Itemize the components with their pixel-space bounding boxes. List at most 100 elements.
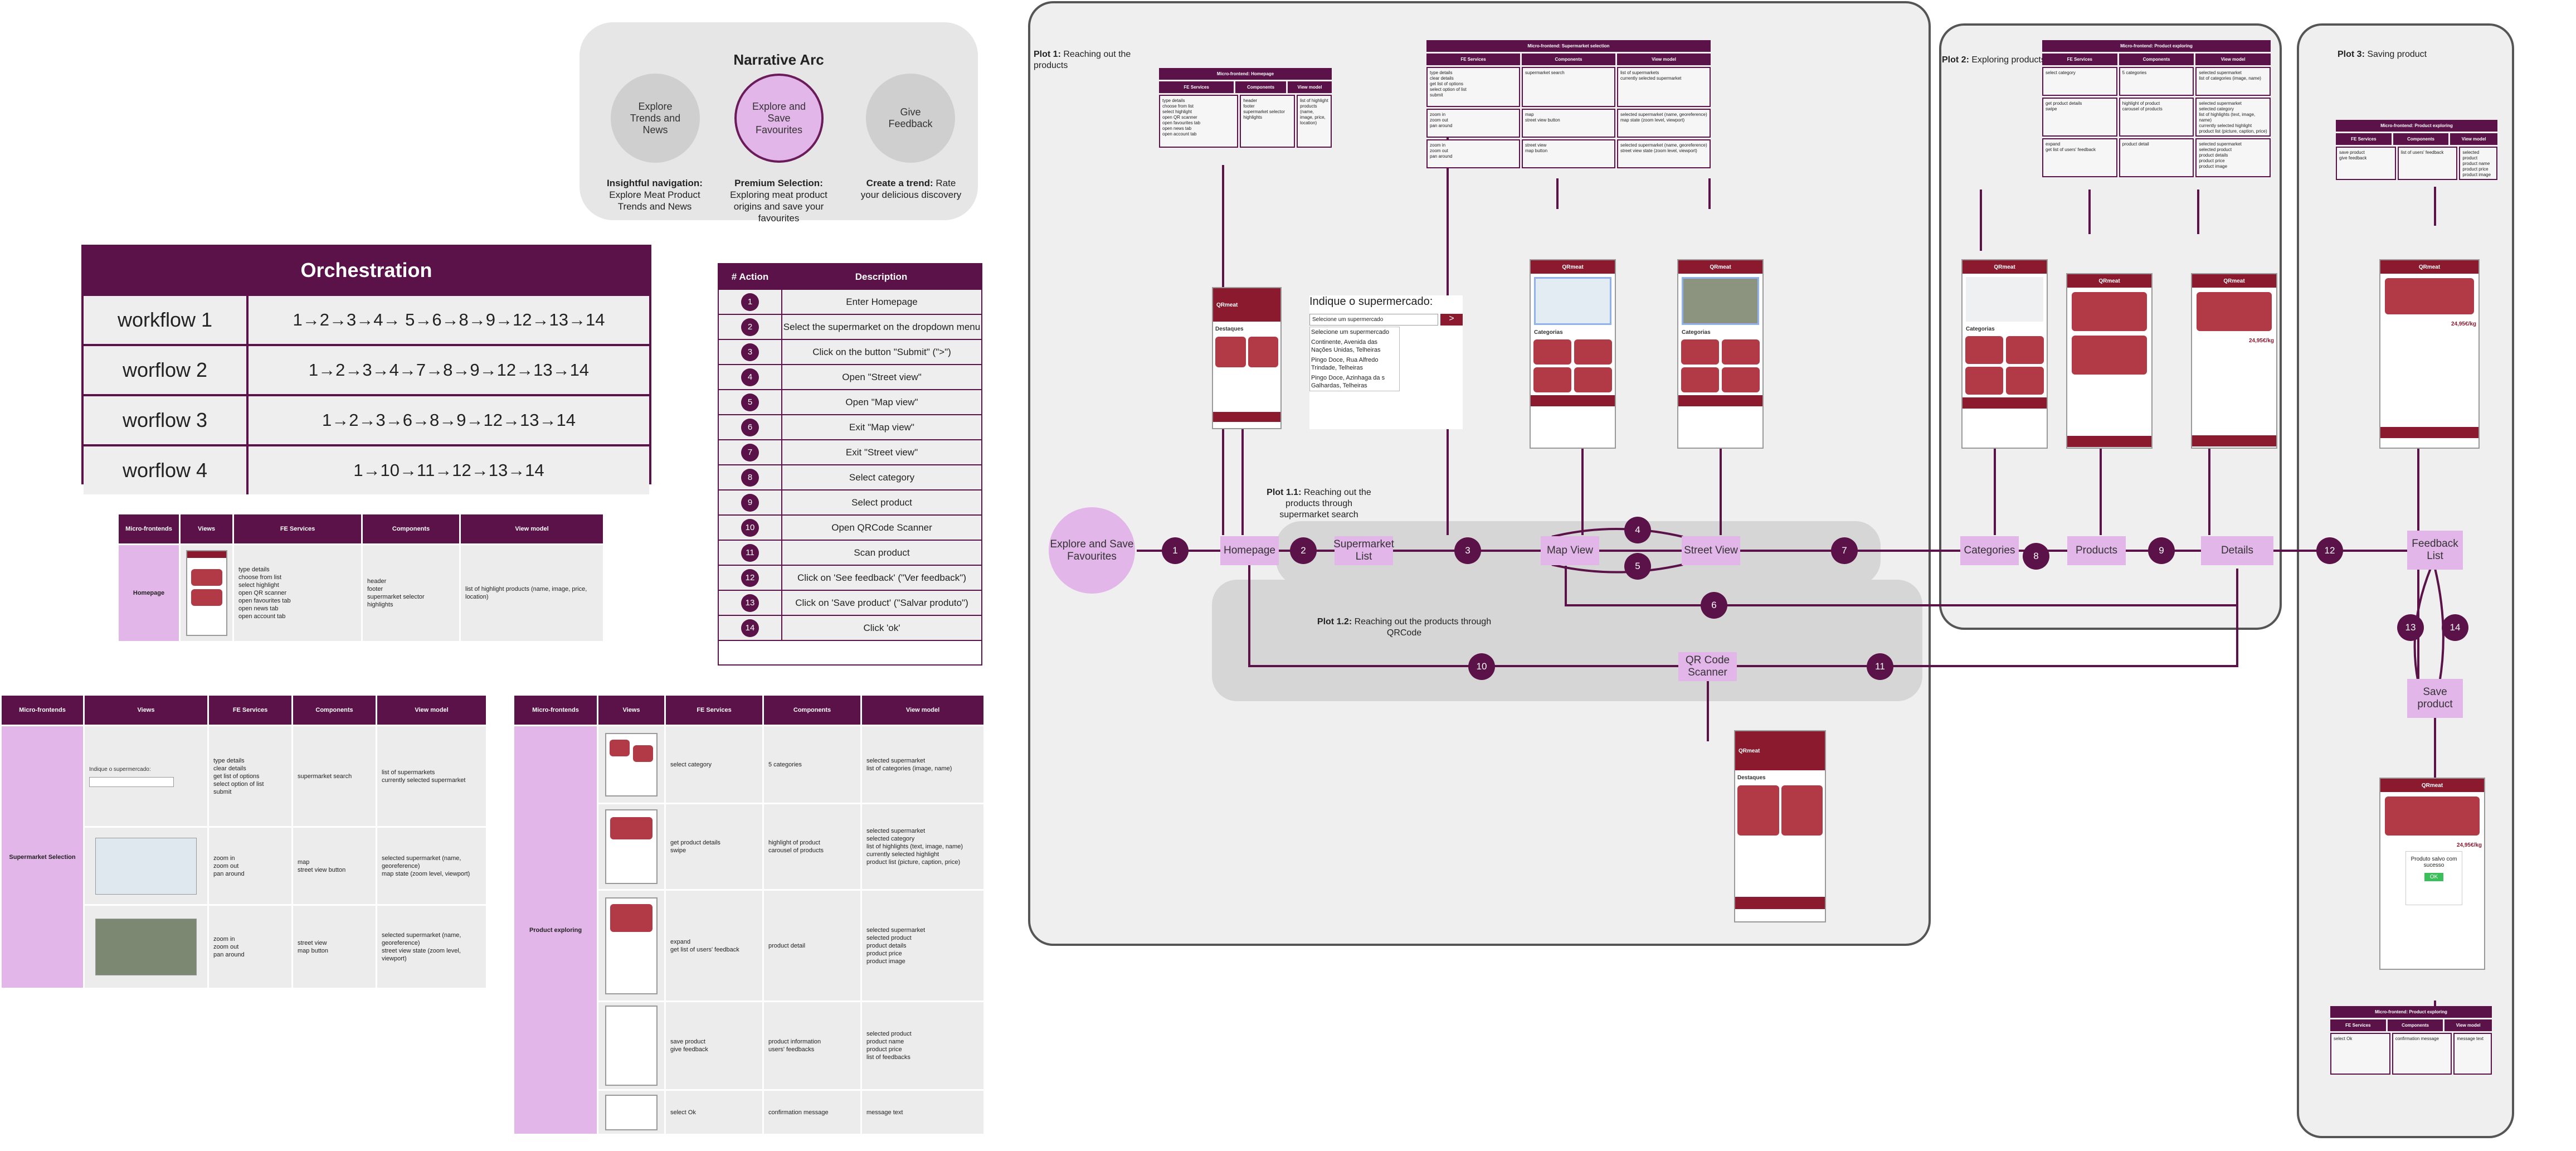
plot1-1-title: Plot 1.1: Reaching out the products thro… (1267, 488, 1371, 519)
view-thumbnail (597, 889, 666, 1002)
node-map-view[interactable]: Map View (1541, 536, 1599, 565)
narrative-circle-trends: Explore Trends and News (611, 74, 700, 163)
action-number: 12 (741, 569, 759, 587)
narrative-circle-feedback: Give Feedback (866, 74, 955, 163)
step-8: 8 (2023, 543, 2049, 570)
node-start: Explore and Save Favourites (1049, 507, 1135, 594)
action-description: Open QRCode Scanner (831, 522, 932, 533)
step-5: 5 (1624, 553, 1651, 580)
action-description: Click 'ok' (863, 622, 900, 633)
step-3: 3 (1454, 537, 1481, 564)
view-thumbnail (179, 543, 234, 643)
action-number: 7 (741, 443, 759, 462)
node-qr-scanner[interactable]: QR Code Scanner (1678, 652, 1737, 681)
node-save-product[interactable]: Save product (2407, 679, 2463, 718)
step-7: 7 (1831, 537, 1858, 564)
mini-table-plot3-top: Micro-frontend: Product exploring FE Ser… (2336, 120, 2497, 180)
action-description: Click on 'Save product' ("Salvar produto… (795, 597, 968, 608)
mini-table-plot2: Micro-frontend: Product exploring FE Ser… (2042, 40, 2271, 177)
product-mf-table: Micro-frontends Views FE Services Compon… (513, 694, 985, 1135)
node-homepage[interactable]: Homepage (1220, 536, 1279, 565)
node-street-view[interactable]: Street View (1682, 536, 1740, 565)
action-row: 9 Select product (719, 490, 981, 516)
view-thumbnail (597, 725, 666, 804)
phone-feedback: QRmeat 24,95€/kg (2379, 259, 2480, 449)
action-row: 7 Exit "Street view" (719, 440, 981, 465)
view-thumbnail (83, 904, 209, 989)
phone-categories: QRmeat Categorias (1961, 259, 2048, 449)
narrative-caption-2: Premium Selection: Exploring meat produc… (730, 178, 827, 224)
phone-details: QRmeat 24,95€/kg (2191, 273, 2277, 449)
supermarket-mf-table: Micro-frontends Views FE Services Compon… (0, 694, 488, 989)
action-number: 4 (741, 368, 759, 386)
phone-products: QRmeat (2066, 273, 2153, 449)
node-feedback-list[interactable]: Feedback List (2407, 531, 2463, 570)
action-row: 11 Scan product (719, 541, 981, 566)
step-13: 13 (2397, 614, 2424, 641)
node-supermarket-list[interactable]: Supermarket List (1333, 536, 1394, 565)
step-2: 2 (1290, 537, 1317, 564)
orchestration-title: Orchestration (84, 247, 649, 294)
view-thumbnail: Indique o supermercado: (83, 725, 209, 828)
step-6: 6 (1701, 592, 1727, 619)
save-modal: Produto salvo com sucesso OK (2405, 851, 2462, 905)
action-number: 11 (741, 543, 759, 562)
action-description: Scan product (854, 547, 910, 558)
action-description: Open "Map view" (845, 396, 918, 407)
phone-homepage: QRmeat Destaques (1212, 287, 1282, 429)
narrative-circle-favourites: Explore and Save Favourites (734, 74, 824, 163)
action-number: 1 (741, 293, 759, 311)
node-products[interactable]: Products (2067, 536, 2126, 565)
node-details[interactable]: Details (2201, 536, 2273, 565)
view-thumbnail (597, 1089, 666, 1135)
plot1-title: Plot 1: Reaching out the products (1034, 50, 1131, 70)
mf-name: Product exploring (513, 725, 598, 1135)
action-row: 13 Click on 'Save product' ("Salvar produ… (719, 591, 981, 616)
mini-table-supermarket: Micro-frontend: Supermarket selection FE… (1426, 40, 1711, 168)
mini-table-plot3-bottom: Micro-frontend: Product exploring FE Ser… (2330, 1006, 2492, 1075)
narrative-title: Narrative Arc (733, 51, 824, 68)
action-number: 9 (741, 493, 759, 512)
action-description: Exit "Street view" (845, 446, 918, 458)
ok-button[interactable]: OK (2424, 873, 2443, 881)
submit-button[interactable]: > (1440, 314, 1463, 326)
supermarket-select[interactable]: Selecione um supermercado (1309, 314, 1438, 326)
action-number: 13 (741, 594, 759, 612)
phone-save-confirm: QRmeat 24,95€/kg Produto salvo com suces… (2379, 778, 2485, 970)
action-description: Select product (851, 497, 912, 508)
step-4: 4 (1624, 517, 1651, 543)
action-description: Open "Street view" (842, 371, 922, 382)
action-description: Select the supermarket on the dropdown m… (783, 321, 981, 332)
phone-qr: QRmeat Destaques (1734, 730, 1826, 922)
plot2-title: Plot 2: Exploring products (1942, 55, 2046, 65)
node-categories[interactable]: Categories (1960, 536, 2019, 565)
mf-name: Supermarket Selection (0, 725, 85, 989)
action-description: Enter Homepage (846, 296, 918, 307)
action-row: 1 Enter Homepage (719, 290, 981, 315)
phone-map: QRmeat Categorias (1530, 259, 1616, 449)
mini-table-homepage: Micro-frontend: Homepage FE Services Com… (1159, 68, 1332, 148)
phone-street: QRmeat Categorias (1677, 259, 1764, 449)
view-thumbnail (597, 803, 666, 891)
action-number: 10 (741, 518, 759, 537)
action-row: 4 Open "Street view" (719, 365, 981, 390)
narrative-caption-3: Create a trend: Rate your delicious disc… (860, 178, 962, 200)
view-thumbnail (83, 826, 209, 906)
step-10: 10 (1468, 653, 1495, 680)
supermarket-dropdown: Indique o supermercado: Selecione um sup… (1309, 295, 1463, 429)
step-11: 11 (1867, 653, 1893, 680)
